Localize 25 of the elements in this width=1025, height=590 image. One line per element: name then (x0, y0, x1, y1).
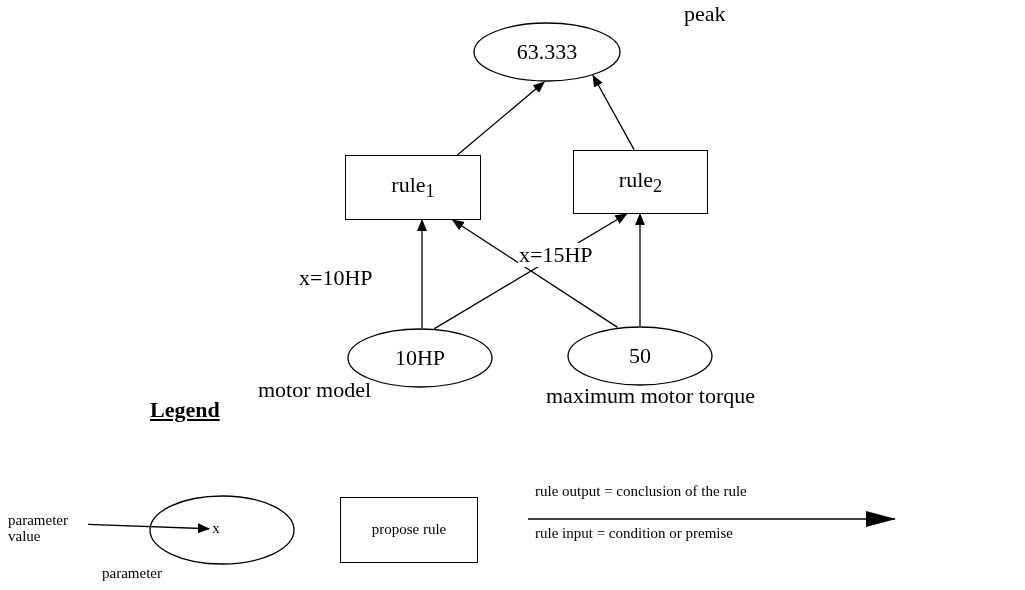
node-label: 10HP (394, 346, 446, 370)
node-caption: parameter (102, 565, 162, 582)
arrow (417, 219, 427, 329)
node-caption: peak (684, 2, 726, 27)
node-label: propose rule (371, 522, 447, 538)
node-label: parameter value (8, 513, 69, 545)
node-label: 63.333 (516, 40, 578, 64)
node-label: 50 (629, 344, 651, 368)
ellipse-node (567, 326, 713, 386)
legend-note: rule input = condition or premise (535, 525, 733, 542)
ellipse-node (473, 22, 621, 82)
edge-label: x=15HP (518, 243, 594, 268)
node-label: rule$_{2}$ (618, 167, 663, 197)
node-label: rule$_{1}$ (391, 173, 435, 202)
arrow (592, 74, 635, 151)
node-caption: maximum motor torque (546, 384, 755, 409)
node-label: x (211, 521, 221, 537)
node-caption: motor model (258, 378, 372, 403)
arrow (451, 219, 619, 328)
arrow (635, 213, 645, 327)
ellipse-node (149, 495, 295, 565)
arrow (456, 81, 545, 156)
legend-note: rule output = conclusion of the rule (535, 483, 747, 500)
legend-heading: Legend (150, 398, 220, 423)
arrow (87, 523, 210, 534)
